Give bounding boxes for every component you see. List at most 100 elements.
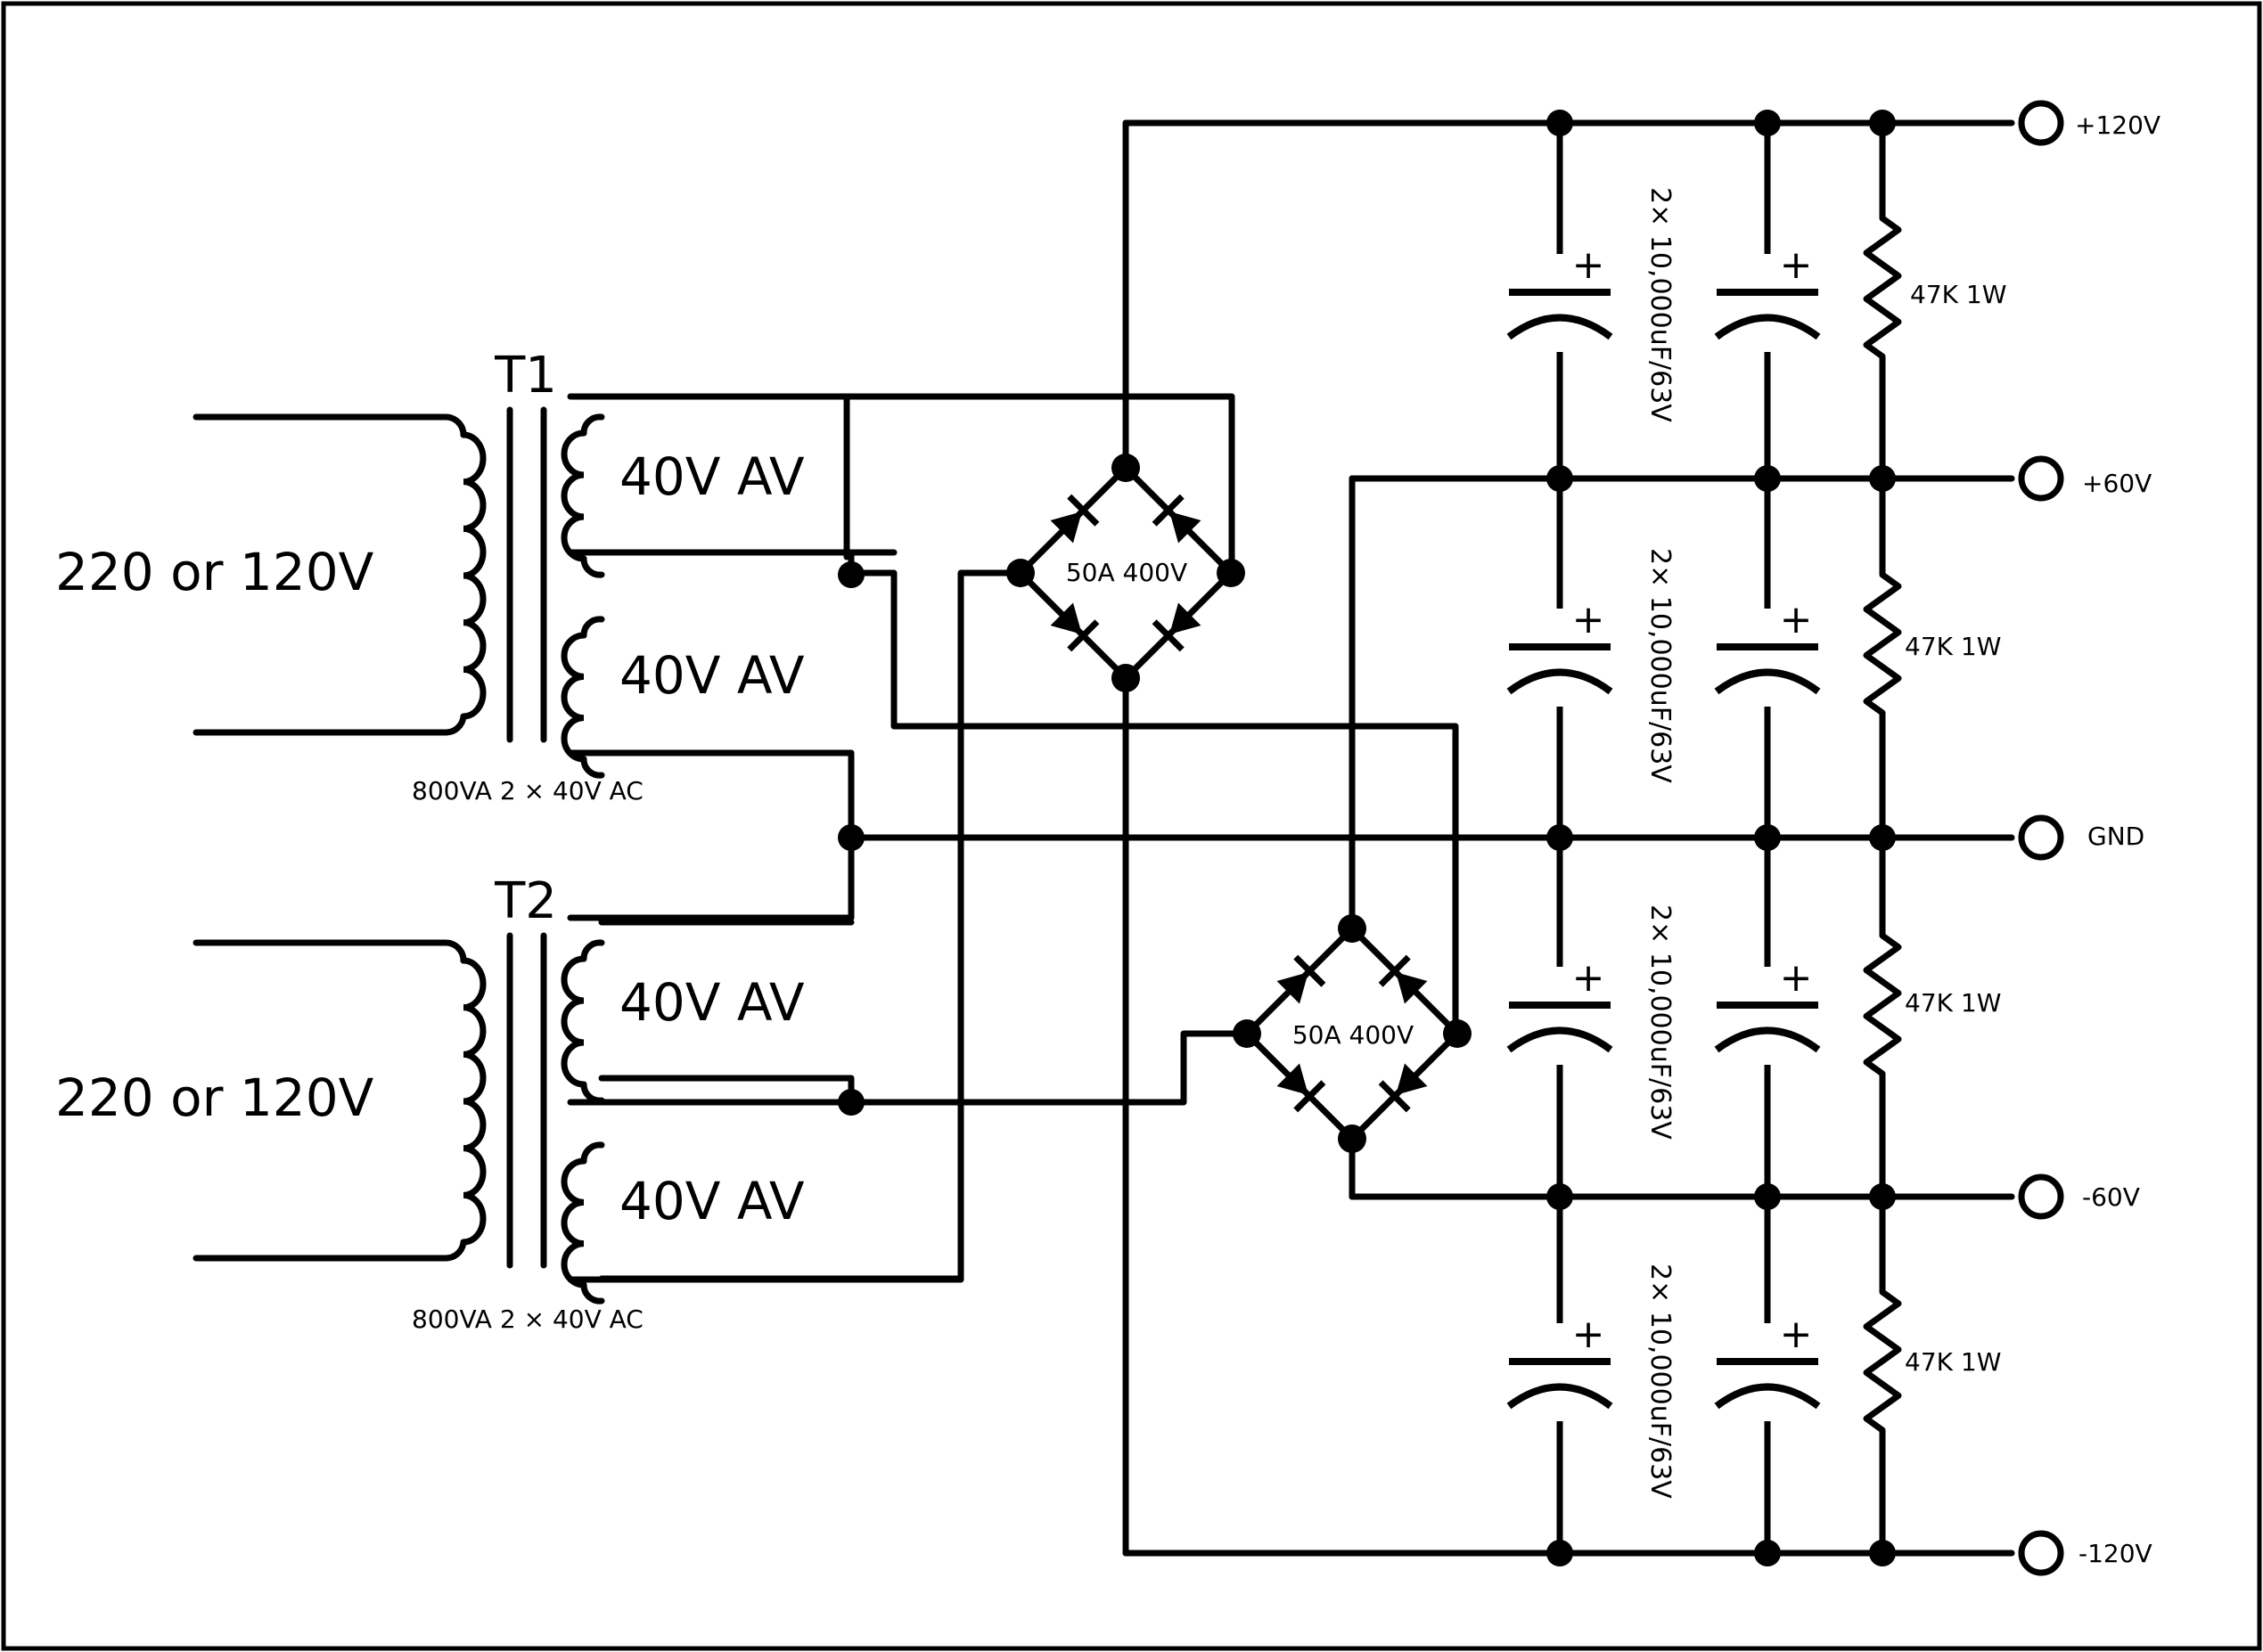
capacitor-gap — [1497, 254, 1622, 352]
output-terminal-p120 — [2018, 100, 2064, 146]
bridge-node — [1006, 559, 1035, 587]
diode-triangle — [1169, 511, 1201, 544]
capacitor-plus-mark: + — [1780, 597, 1813, 642]
diode — [1152, 602, 1201, 652]
diode-triangle — [1396, 1063, 1428, 1095]
rail-label-gnd: GND — [2087, 822, 2144, 851]
rail-label-plus-60v: +60V — [2082, 469, 2152, 498]
secondary-winding-a — [561, 955, 587, 1088]
resistor-zigzag — [1863, 572, 1902, 716]
capacitor-plus-mark: + — [1572, 955, 1605, 1001]
secondary-lead — [580, 1081, 605, 1104]
junction-dot — [1869, 465, 1896, 492]
secondary-lead — [580, 756, 605, 779]
capacitors-graphics: + + + + + + + + — [1497, 242, 1830, 1421]
junction-dot — [838, 561, 865, 588]
secondary-lead — [580, 413, 605, 437]
capacitor-7: + — [1497, 1312, 1622, 1421]
primary-lead-bottom — [193, 1239, 467, 1262]
junction-dot — [1754, 465, 1781, 492]
bridges-graphics — [1006, 454, 1472, 1153]
capacitor-gap — [1705, 967, 1830, 1065]
capacitor-gap — [1497, 1323, 1622, 1421]
diode-triangle — [1050, 602, 1082, 634]
junction-dot — [1546, 465, 1573, 492]
diode-triangle — [1169, 602, 1201, 634]
bridge-node — [1338, 914, 1366, 943]
diode-triangle — [1050, 511, 1082, 544]
capacitor-gap — [1705, 609, 1830, 707]
junction-dot — [838, 1089, 865, 1116]
secondary-lead — [580, 555, 605, 578]
capacitor-curved-plate — [1506, 1383, 1613, 1410]
diode — [1152, 494, 1201, 544]
transformer-t2-primary-label: 220 or 120V — [55, 1067, 374, 1128]
diode-bar — [1152, 619, 1185, 652]
bridge-node — [1233, 1019, 1261, 1048]
transformer-t1-primary-label: 220 or 120V — [55, 542, 374, 602]
rail-label-minus-120v: -120V — [2079, 1539, 2152, 1568]
capacitor-gap — [1705, 254, 1830, 352]
junction-dot — [1869, 1540, 1896, 1566]
junction-dot — [1546, 110, 1573, 136]
bridge-rectifier-2 — [1233, 914, 1472, 1153]
resistors-graphics — [1863, 216, 1902, 1433]
transformer-t1-secondary-a-label: 40V AV — [619, 446, 805, 507]
resistor-1-label: 47K 1W — [1910, 280, 2006, 309]
capacitor-group-3-label: 2× 10,000uF/63V — [1644, 904, 1676, 1140]
diode-triangle — [1396, 972, 1428, 1004]
capacitor-plus-mark: + — [1780, 955, 1813, 1001]
junction-dot — [1546, 824, 1573, 851]
resistor-zigzag — [1863, 216, 1902, 359]
transformer-t2-name: T2 — [494, 872, 557, 930]
output-terminal-m120 — [2018, 1530, 2064, 1576]
resistor-4 — [1863, 1289, 1902, 1433]
capacitor-group-2-label: 2× 10,000uF/63V — [1644, 548, 1676, 783]
bridge-2-label: 50A 400V — [1292, 1020, 1414, 1050]
capacitor-plus-mark: + — [1780, 1312, 1813, 1357]
transformer-1-symbol — [193, 406, 605, 779]
diode — [1050, 494, 1100, 544]
diode-bar — [1067, 494, 1100, 527]
resistor-4-label: 47K 1W — [1905, 1347, 2001, 1377]
capacitor-plus-mark: + — [1572, 242, 1605, 288]
capacitor-2: + — [1705, 242, 1830, 352]
junction-dot — [1546, 1540, 1573, 1566]
bridge-rectifier-1 — [1006, 454, 1245, 692]
junction-dot — [1869, 110, 1896, 136]
resistor-zigzag — [1863, 1289, 1902, 1433]
secondary-lead — [580, 1281, 605, 1304]
transformers-graphics — [193, 406, 605, 1304]
bridge-1-label: 50A 400V — [1066, 558, 1187, 587]
resistor-2 — [1863, 572, 1902, 716]
junction-dot — [1754, 1540, 1781, 1566]
diode — [1276, 954, 1326, 1004]
capacitor-plus-mark: + — [1572, 597, 1605, 642]
secondary-winding-b — [561, 632, 587, 763]
output-terminal-m60 — [2018, 1174, 2064, 1220]
junction-dot — [1754, 824, 1781, 851]
junction-dot — [1754, 110, 1781, 136]
secondary-lead — [580, 939, 605, 962]
output-terminal-gnd — [2018, 814, 2064, 861]
bridge-node — [1338, 1125, 1366, 1153]
transformer-t1-secondary-b-label: 40V AV — [619, 645, 805, 706]
diode-bar — [1293, 954, 1326, 987]
transformer-t1-name: T1 — [494, 347, 557, 405]
diode-bar — [1293, 1080, 1326, 1113]
capacitor-curved-plate — [1714, 668, 1821, 695]
capacitor-group-1-label: 2× 10,000uF/63V — [1644, 187, 1676, 422]
diode-bar — [1378, 1080, 1411, 1113]
diode — [1276, 1063, 1326, 1113]
diode — [1050, 602, 1100, 652]
junction-dot — [838, 824, 865, 851]
output-terminals — [2018, 100, 2064, 1576]
diode — [1378, 1063, 1428, 1113]
capacitor-curved-plate — [1506, 668, 1613, 695]
capacitor-gap — [1497, 609, 1622, 707]
secondary-lead — [580, 616, 605, 639]
rail-label-minus-60v: -60V — [2082, 1182, 2140, 1212]
wire-segment — [848, 569, 1459, 1037]
